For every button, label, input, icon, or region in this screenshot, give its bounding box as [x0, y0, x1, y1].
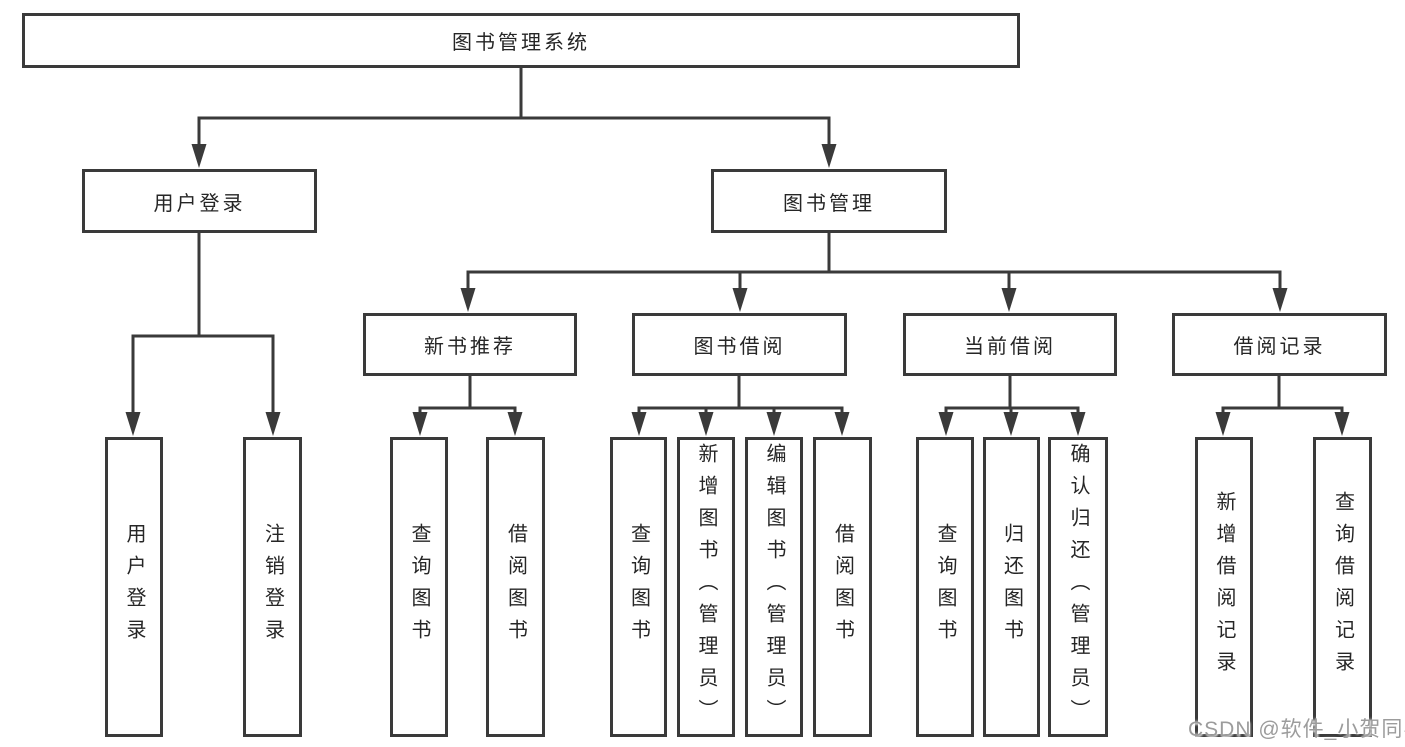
node-label: 编辑图书（管理员）: [763, 443, 785, 731]
leaf-query-books-recommend: 查询图书: [390, 437, 448, 737]
connector-borrow-to-leaves: [631, 376, 850, 436]
node-label: 用户登录: [123, 523, 145, 651]
arrowhead-icon: [1001, 288, 1017, 312]
arrowhead-icon: [821, 144, 837, 168]
arrowhead-icon: [938, 412, 954, 436]
node-user-login: 用户登录: [82, 169, 317, 233]
arrowhead-icon: [732, 288, 748, 312]
leaf-query-borrow-record: 查询借阅记录: [1313, 437, 1372, 737]
node-current-borrowing: 当前借阅: [903, 313, 1117, 376]
node-label: 图书借阅: [693, 336, 786, 358]
node-label: 新增借阅记录: [1213, 491, 1235, 683]
leaf-confirm-return-admin: 确认归还（管理员）: [1048, 437, 1108, 737]
node-book-management: 图书管理: [711, 169, 947, 233]
node-new-book-recommend: 新书推荐: [363, 313, 577, 376]
node-label: 确认归还（管理员）: [1067, 443, 1089, 731]
node-label: 查询图书: [408, 523, 430, 651]
arrowhead-icon: [834, 412, 850, 436]
node-root-system: 图书管理系统: [22, 13, 1020, 68]
leaf-add-borrow-record: 新增借阅记录: [1195, 437, 1253, 737]
leaf-return-books: 归还图书: [983, 437, 1040, 737]
connector-records-to-leaves: [1215, 376, 1350, 436]
node-label: 借阅图书: [504, 523, 527, 651]
node-label: 图书管理: [783, 192, 875, 215]
node-borrowing-records: 借阅记录: [1172, 313, 1387, 376]
node-label: 注销登录: [261, 523, 284, 651]
leaf-borrow-books: 借阅图书: [813, 437, 872, 737]
arrowhead-icon: [631, 412, 647, 436]
node-label: 借阅图书: [831, 523, 854, 651]
arrowhead-icon: [460, 288, 476, 312]
connector-current-to-leaves: [938, 376, 1086, 436]
leaf-query-books-borrowing: 查询图书: [610, 437, 667, 737]
node-book-borrowing: 图书借阅: [632, 313, 847, 376]
node-label: 当前借阅: [964, 336, 1056, 358]
arrowhead-icon: [507, 412, 523, 436]
arrowhead-icon: [1272, 288, 1288, 312]
node-label: 新书推荐: [424, 336, 516, 358]
arrowhead-icon: [191, 144, 207, 168]
node-label: 图书管理系统: [452, 32, 590, 54]
arrowhead-icon: [125, 412, 141, 436]
node-label: 查询图书: [627, 523, 650, 651]
connector-root-to-level2: [191, 68, 837, 168]
leaf-add-books-admin: 新增图书（管理员）: [677, 437, 735, 737]
csdn-watermark: CSDN @软件_小贺同学: [1188, 718, 1405, 741]
arrowhead-icon: [1003, 412, 1019, 436]
node-label: 归还图书: [1000, 523, 1023, 651]
leaf-borrow-books-recommend: 借阅图书: [486, 437, 545, 737]
arrowhead-icon: [412, 412, 428, 436]
connector-userlogin-to-leaves: [125, 233, 281, 436]
leaf-user-login: 用户登录: [105, 437, 163, 737]
node-label: 用户登录: [153, 192, 246, 215]
leaf-logout: 注销登录: [243, 437, 302, 737]
node-label: 查询借阅记录: [1331, 491, 1354, 683]
arrowhead-icon: [698, 412, 714, 436]
arrowhead-icon: [766, 412, 782, 436]
node-label: 查询图书: [934, 523, 956, 651]
arrowhead-icon: [1334, 412, 1350, 436]
node-label: 借阅记录: [1233, 336, 1326, 358]
arrowhead-icon: [265, 412, 281, 436]
leaf-edit-books-admin: 编辑图书（管理员）: [745, 437, 803, 737]
node-label: 新增图书（管理员）: [695, 443, 717, 731]
connector-newbook-to-leaves: [412, 376, 523, 436]
arrowhead-icon: [1070, 412, 1086, 436]
arrowhead-icon: [1215, 412, 1231, 436]
leaf-query-books-current: 查询图书: [916, 437, 974, 737]
connector-bookmgmt-to-level3: [460, 233, 1288, 312]
